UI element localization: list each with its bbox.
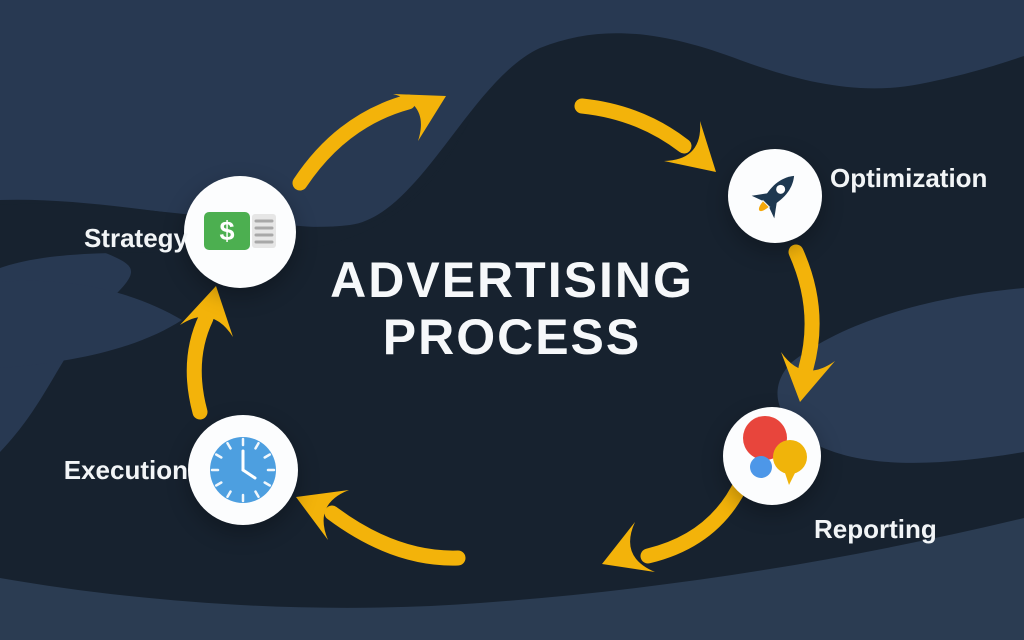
arrow-execution-to-strategy xyxy=(186,310,214,420)
arrow-optimization-to-reporting xyxy=(788,244,820,376)
label-strategy: Strategy xyxy=(83,223,188,253)
arrow-top-to-optimization xyxy=(574,98,692,154)
arrow-bottom-to-execution xyxy=(324,505,466,566)
arrow-reporting-to-bottom xyxy=(640,474,750,564)
label-optimization: Optimization xyxy=(830,163,988,193)
clock-icon xyxy=(210,437,276,503)
title-line-1: ADVERTISING xyxy=(330,252,694,308)
title-line-2: PROCESS xyxy=(382,309,642,365)
label-execution: Execution xyxy=(63,455,188,485)
node-optimization xyxy=(728,149,822,243)
arrowhead-icon xyxy=(664,121,716,172)
arrowhead-icon xyxy=(296,490,349,540)
rocket-icon xyxy=(751,175,795,219)
node-strategy: $ xyxy=(184,176,296,288)
node-execution xyxy=(188,415,298,525)
arrowhead-icon xyxy=(602,522,655,572)
node-reporting xyxy=(723,407,821,505)
label-reporting: Reporting xyxy=(814,514,937,544)
arrow-strategy-to-top xyxy=(292,94,416,191)
arrowhead-icon xyxy=(180,286,233,337)
arrowhead-icon xyxy=(781,352,835,402)
money-note-icon: $ xyxy=(204,212,276,250)
arrowhead-icon xyxy=(393,94,446,141)
page-title: ADVERTISING PROCESS xyxy=(0,252,1024,366)
chat-bubbles-icon xyxy=(743,416,807,485)
svg-text:$: $ xyxy=(219,216,234,246)
